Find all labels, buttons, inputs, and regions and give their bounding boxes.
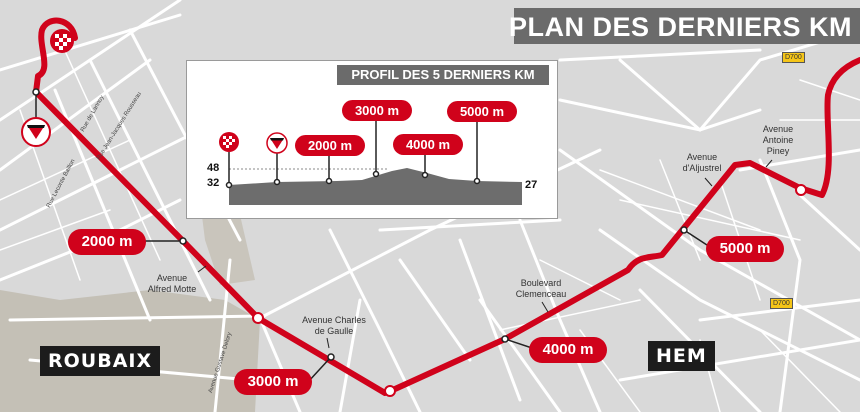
route-point <box>327 353 335 361</box>
profile-point <box>372 170 380 178</box>
place-label-avenue-aljustrel: Avenue d'Aljustrel <box>682 152 722 173</box>
profile-point <box>421 171 429 179</box>
route-point <box>32 88 40 96</box>
flamme-rouge-icon <box>21 117 51 147</box>
profile-point <box>325 177 333 185</box>
place-label-avenue-charles-de-gaulle: Avenue Charles de Gaulle <box>302 315 366 336</box>
place-label-avenue-antoine-piney: Avenue Antoine Piney <box>762 124 794 156</box>
map-title: PLAN DES DERNIERS KM <box>508 12 852 42</box>
distance-marker-2000: 2000 m <box>68 229 146 255</box>
city-label-hem: HEM <box>648 341 715 371</box>
profile-point <box>473 177 481 185</box>
roundabout <box>252 312 264 324</box>
flamme-rouge-icon <box>266 132 288 154</box>
route-point <box>501 335 509 343</box>
road-badge-d700: D700 <box>770 298 793 309</box>
profile-point <box>225 181 233 189</box>
altitude-label-32: 32 <box>207 177 220 189</box>
elevation-profile <box>229 168 522 205</box>
roundabout <box>384 385 396 397</box>
road-badge-d700: D700 <box>782 52 805 63</box>
urban-area-west <box>200 200 255 285</box>
profile-canvas <box>219 121 522 205</box>
route-point <box>680 226 688 234</box>
race-route <box>33 17 860 396</box>
profile-marker-5000: 5000 m <box>447 101 517 122</box>
altitude-label-48: 48 <box>207 162 220 174</box>
finish-flag-icon <box>50 29 74 53</box>
place-label-avenue-alfred-motte: Avenue Alfred Motte <box>147 273 197 294</box>
profile-marker-4000: 4000 m <box>393 134 463 155</box>
roundabout <box>795 184 807 196</box>
place-label-boulevard-clemenceau: Boulevard Clemenceau <box>515 278 567 299</box>
altitude-label-27: 27 <box>525 179 538 191</box>
profile-point <box>273 178 281 186</box>
finish-flag-icon <box>219 132 239 152</box>
profile-marker-3000: 3000 m <box>342 100 412 121</box>
profile-inset: PROFIL DES 5 DERNIERS KM 48 32 27 2000 m… <box>186 60 558 219</box>
route-point <box>179 237 187 245</box>
distance-marker-3000: 3000 m <box>234 369 312 395</box>
profile-title: PROFIL DES 5 DERNIERS KM <box>337 65 549 85</box>
map-title-banner: PLAN DES DERNIERS KM <box>509 8 860 44</box>
distance-marker-5000: 5000 m <box>706 236 784 262</box>
city-label-roubaix: ROUBAIX <box>40 346 161 376</box>
distance-marker-4000: 4000 m <box>529 337 607 363</box>
profile-marker-2000: 2000 m <box>295 135 365 156</box>
